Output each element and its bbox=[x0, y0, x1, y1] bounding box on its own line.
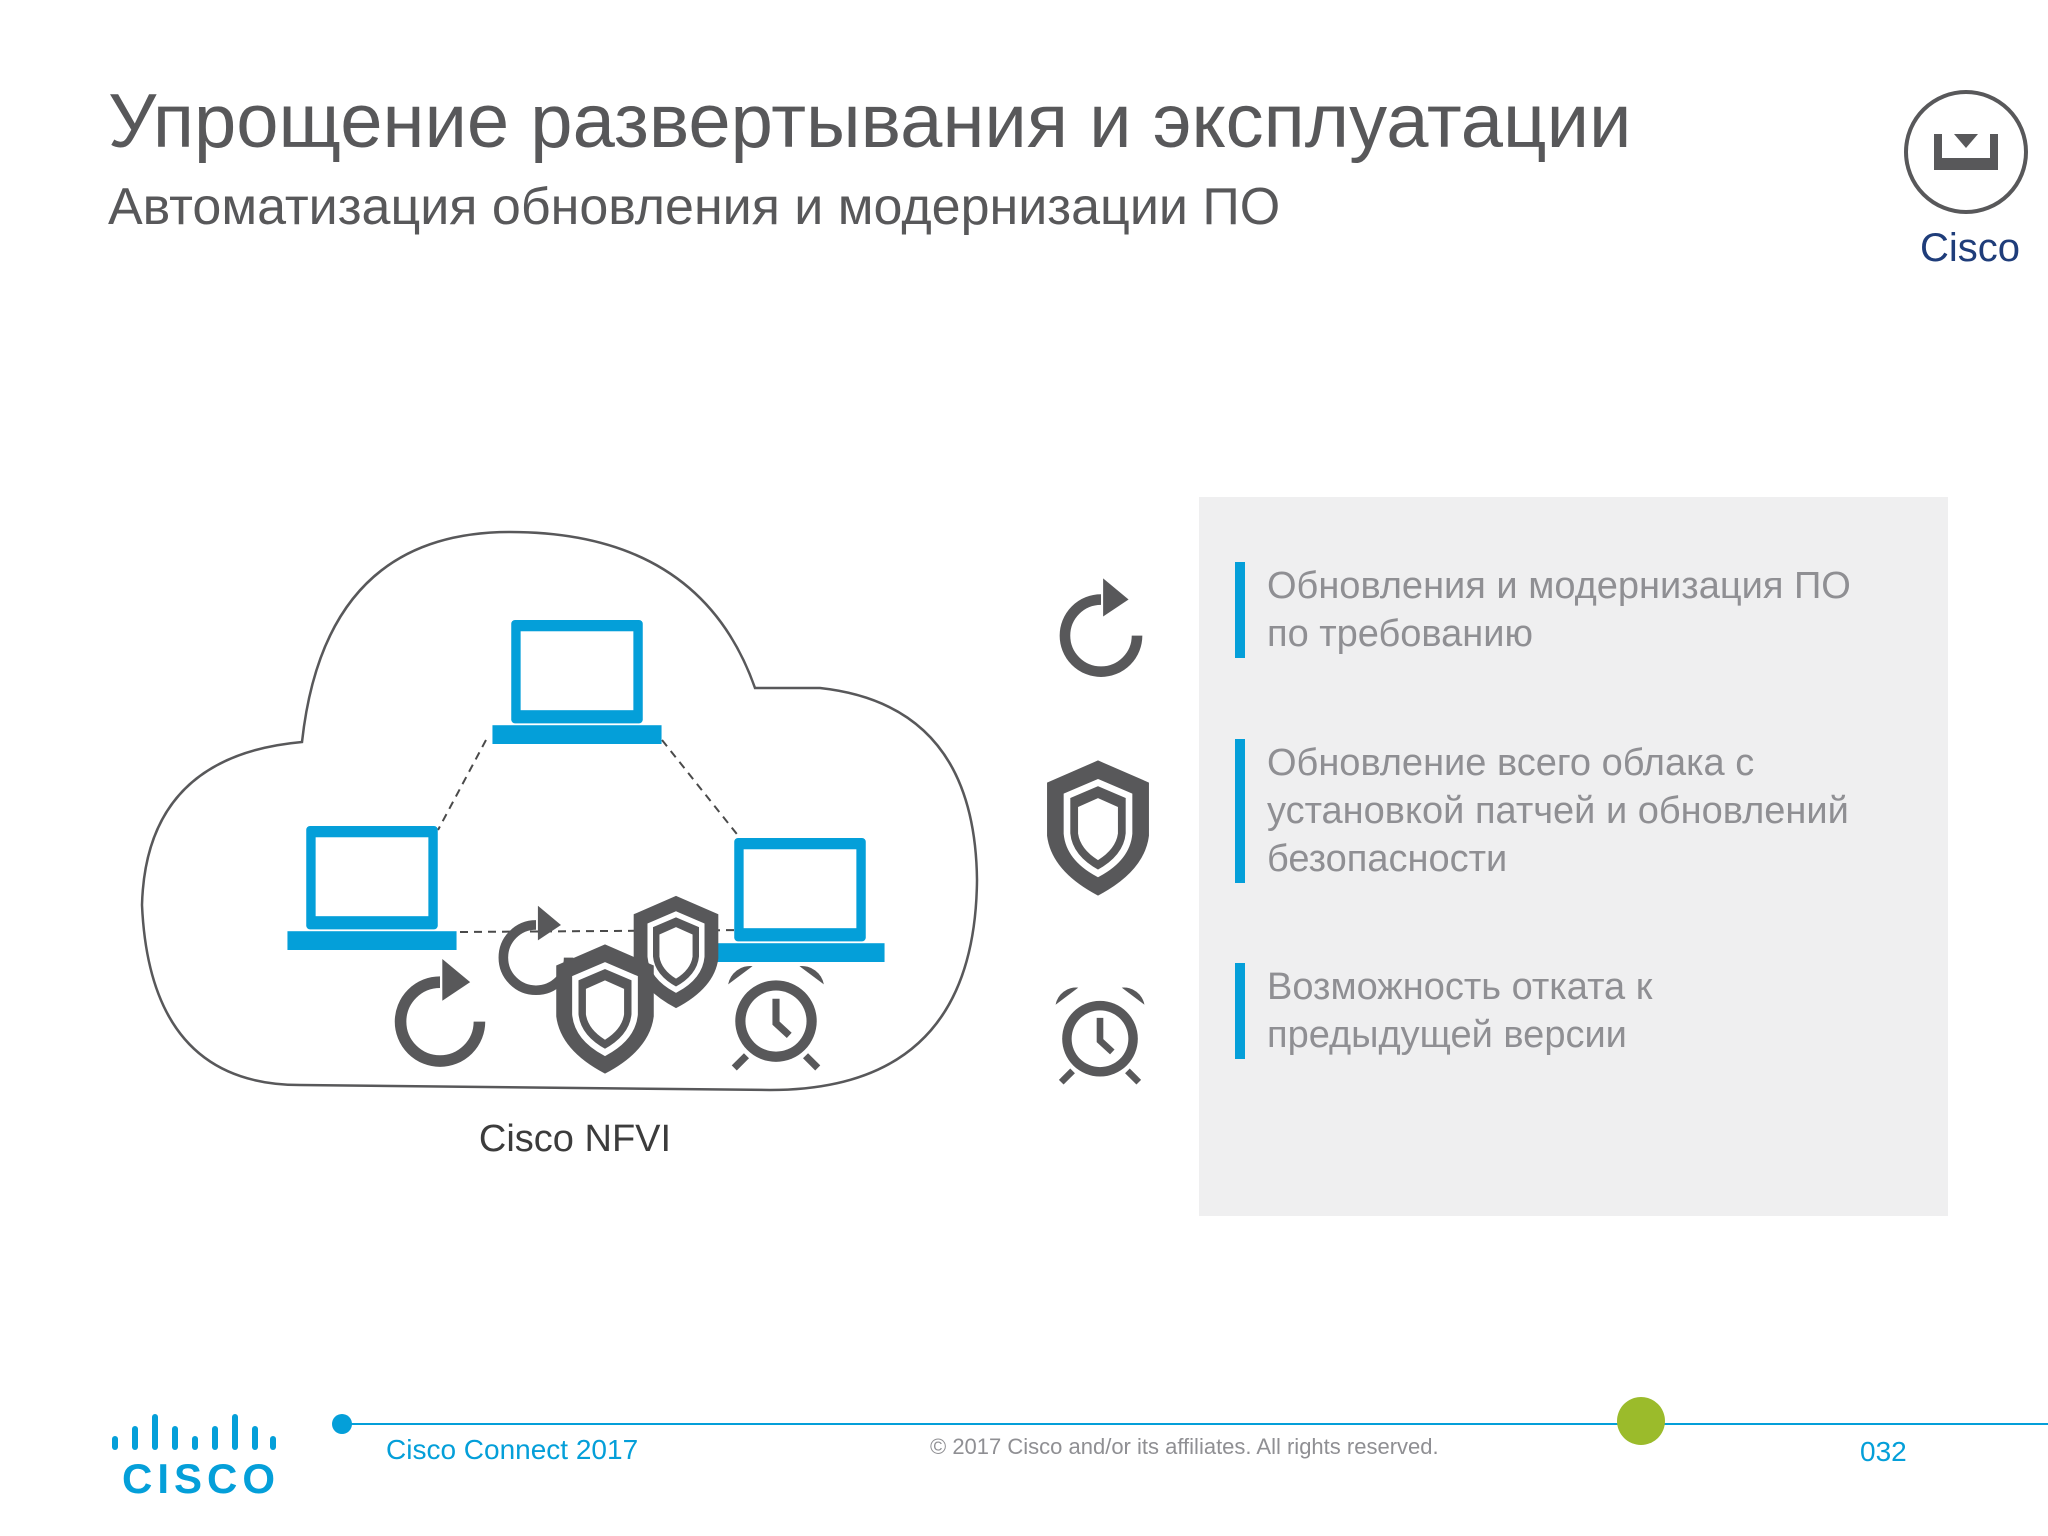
feature-on-demand-updates: Обновления и модернизация ПО по требован… bbox=[1235, 562, 1851, 658]
feature-rollback: Возможность отката к предыдущей версии bbox=[1235, 963, 1652, 1059]
copyright-notice: © 2017 Cisco and/or its affiliates. All … bbox=[930, 1434, 1439, 1459]
progress-marker bbox=[1617, 1397, 1665, 1445]
timeline-start-dot bbox=[332, 1414, 352, 1434]
cisco-logo bbox=[112, 1414, 276, 1450]
feature-line: Обновления и модернизация ПО bbox=[1267, 565, 1851, 607]
feature-line: установкой патчей и обновлений bbox=[1267, 790, 1849, 832]
feature-security-patches: Обновление всего облака с установкой пат… bbox=[1235, 739, 1849, 883]
feature-line: по требованию bbox=[1267, 613, 1534, 655]
feature-line: Обновление всего облака с bbox=[1267, 742, 1755, 784]
vendor-label: Cisco bbox=[1919, 226, 2021, 270]
page-title: Упрощение развертывания и эксплуатации bbox=[108, 79, 1632, 164]
cisco-logo-wordmark: CISCO bbox=[122, 1455, 281, 1502]
feature-line: предыдущей версии bbox=[1267, 1014, 1627, 1056]
page-subtitle: Автоматизация обновления и модернизации … bbox=[108, 178, 1281, 236]
vendor-badge[interactable] bbox=[1904, 90, 2028, 214]
page-number: 032 bbox=[1860, 1436, 1907, 1467]
inbox-download-icon bbox=[1934, 134, 1998, 170]
features-panel: Обновления и модернизация ПО по требован… bbox=[1199, 497, 1948, 1216]
diagram-caption: Cisco NFVI bbox=[478, 1118, 672, 1160]
event-name: Cisco Connect 2017 bbox=[386, 1434, 639, 1465]
feature-line: Возможность отката к bbox=[1267, 966, 1653, 1008]
feature-line: безопасности bbox=[1267, 838, 1508, 880]
